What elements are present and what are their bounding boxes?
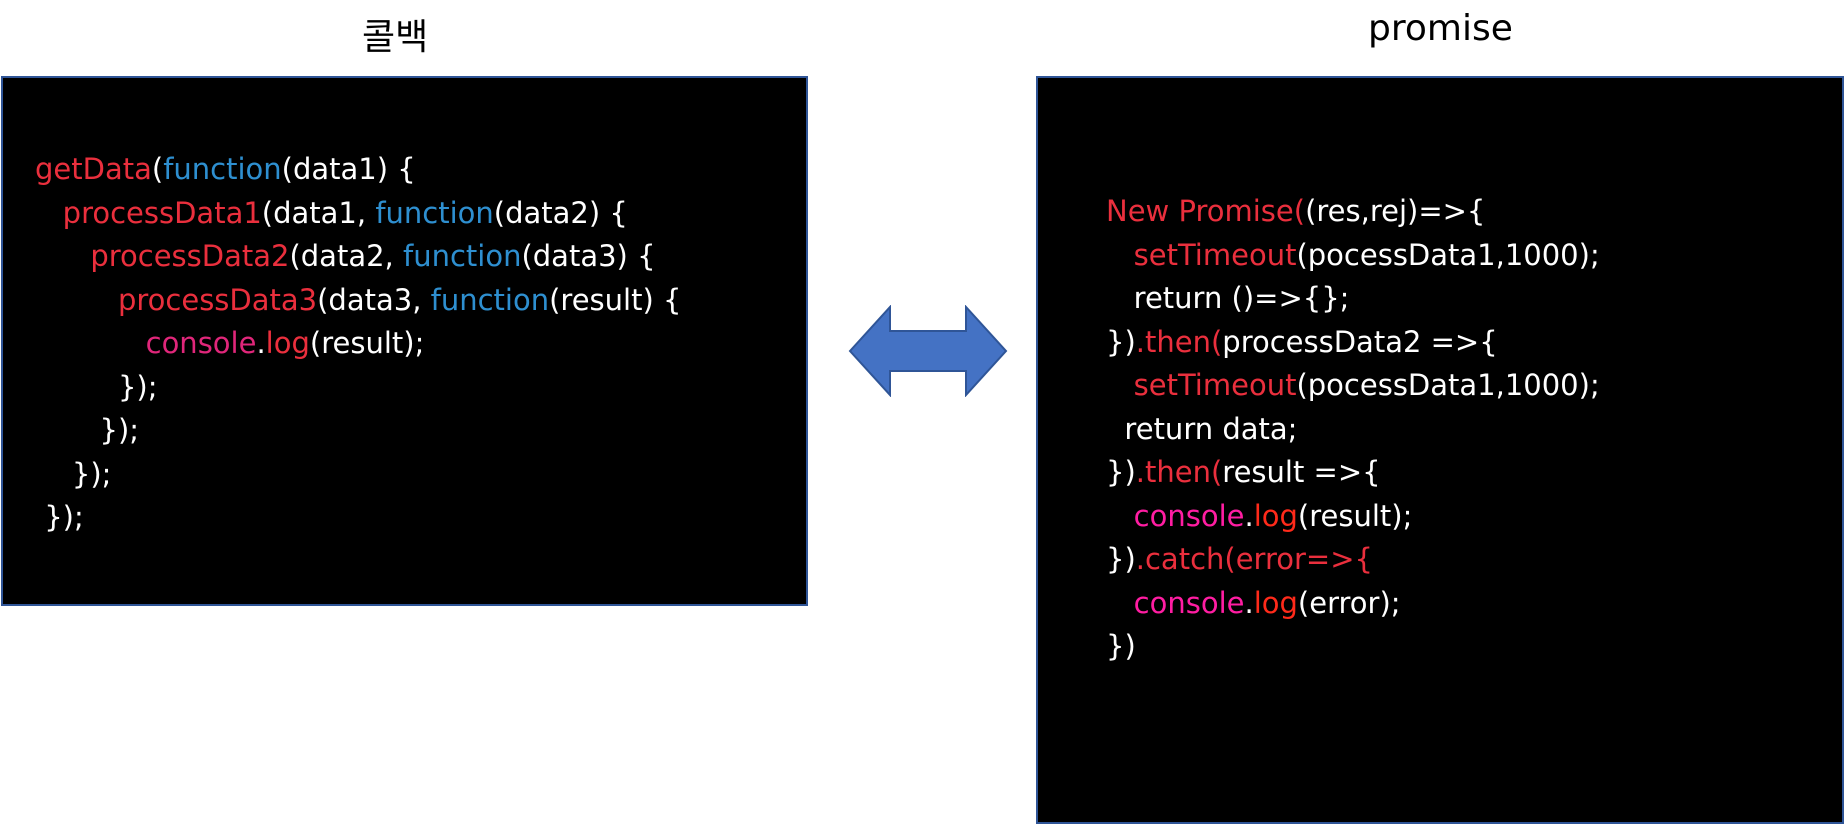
code-line: setTimeout(pocessData1,1000); bbox=[1106, 234, 1600, 278]
code-token bbox=[1106, 368, 1134, 402]
code-token: .catch(error=>{ bbox=[1135, 542, 1373, 576]
code-token bbox=[1106, 586, 1134, 620]
code-token: processData2 =>{ bbox=[1222, 324, 1498, 359]
double-arrow-shape bbox=[848, 305, 1008, 397]
code-line: }).catch(error=>{ bbox=[1106, 538, 1600, 582]
code-token: log bbox=[265, 326, 310, 360]
code-token: (result) { bbox=[549, 282, 682, 317]
code-token bbox=[35, 239, 90, 273]
code-token: (result); bbox=[309, 326, 425, 360]
code-line: New Promise((res,rej)=>{ bbox=[1106, 190, 1600, 234]
code-line: console.log(result); bbox=[1106, 495, 1600, 539]
code-line: return ()=>{}; bbox=[1106, 277, 1600, 321]
callback-code-block: getData(function(data1) { processData1(d… bbox=[35, 148, 681, 540]
code-token: setTimeout bbox=[1133, 237, 1297, 272]
code-line: }) bbox=[1106, 625, 1600, 669]
promise-code-block: New Promise((res,rej)=>{ setTimeout(poce… bbox=[1106, 190, 1600, 669]
code-token bbox=[35, 283, 118, 317]
code-token: function bbox=[375, 195, 494, 230]
code-token: }) bbox=[1106, 455, 1136, 489]
code-line: processData3(data3, function(result) { bbox=[35, 279, 681, 323]
promise-code-panel: New Promise((res,rej)=>{ setTimeout(poce… bbox=[1036, 76, 1844, 824]
code-token: log bbox=[1253, 498, 1298, 533]
code-token: (result); bbox=[1297, 498, 1413, 533]
code-token: }) bbox=[1106, 324, 1136, 359]
code-token: }) bbox=[1106, 629, 1136, 663]
code-line: }); bbox=[35, 496, 681, 540]
code-token: (data2, bbox=[289, 239, 403, 273]
code-token: }); bbox=[35, 500, 84, 534]
code-token: }); bbox=[35, 413, 140, 447]
code-token: (data2) { bbox=[493, 195, 628, 230]
code-token: (res,rej)=>{ bbox=[1305, 194, 1486, 228]
code-token: .then( bbox=[1135, 324, 1223, 359]
code-token bbox=[35, 326, 146, 360]
code-line: return data; bbox=[1106, 408, 1600, 452]
code-line: }); bbox=[35, 409, 681, 453]
code-token: return ()=>{}; bbox=[1106, 281, 1350, 315]
code-token: . bbox=[256, 326, 266, 360]
code-token: processData3 bbox=[117, 282, 318, 317]
code-token: function bbox=[163, 152, 282, 186]
code-line: }).then(result =>{ bbox=[1106, 451, 1600, 495]
callback-code-panel: getData(function(data1) { processData1(d… bbox=[1, 76, 808, 606]
code-token: .then( bbox=[1135, 455, 1223, 489]
code-line: }); bbox=[35, 366, 681, 410]
callback-title: 콜백 bbox=[362, 17, 429, 58]
code-token: New Promise( bbox=[1106, 194, 1306, 228]
code-line: processData2(data2, function(data3) { bbox=[35, 235, 681, 279]
code-token: . bbox=[1244, 585, 1254, 620]
code-token: }); bbox=[35, 369, 158, 404]
code-token: }) bbox=[1106, 542, 1136, 576]
code-token: (data1, bbox=[261, 195, 376, 230]
code-token: result =>{ bbox=[1222, 455, 1381, 489]
code-token: ( bbox=[151, 152, 164, 186]
code-token: function bbox=[430, 282, 550, 317]
code-token: setTimeout bbox=[1133, 368, 1297, 402]
code-token: console bbox=[1133, 585, 1245, 620]
code-token: function bbox=[402, 239, 522, 273]
code-line: setTimeout(pocessData1,1000); bbox=[1106, 364, 1600, 408]
code-token: (error); bbox=[1297, 585, 1401, 620]
double-headed-arrow-icon bbox=[848, 305, 1008, 397]
code-token: return data; bbox=[1106, 411, 1298, 446]
code-token: }); bbox=[35, 456, 112, 491]
code-line: console.log(result); bbox=[35, 322, 681, 366]
code-token: (data3) { bbox=[521, 239, 656, 273]
code-token: processData1 bbox=[62, 195, 262, 230]
code-token bbox=[35, 196, 63, 230]
code-line: processData1(data1, function(data2) { bbox=[35, 192, 681, 236]
code-token: (pocessData1,1000); bbox=[1296, 237, 1600, 272]
code-token: log bbox=[1253, 585, 1298, 620]
code-token: (data1) { bbox=[281, 152, 416, 186]
code-token: . bbox=[1244, 498, 1254, 533]
code-token bbox=[1106, 499, 1134, 533]
code-token: (data3, bbox=[317, 282, 431, 317]
code-token: processData2 bbox=[90, 239, 290, 273]
code-token: console bbox=[1133, 498, 1245, 533]
code-token: console bbox=[145, 326, 257, 360]
code-token: getData bbox=[35, 152, 152, 186]
code-token: (pocessData1,1000); bbox=[1296, 368, 1600, 402]
code-token bbox=[1106, 238, 1134, 272]
code-line: getData(function(data1) { bbox=[35, 148, 681, 192]
promise-title: promise bbox=[1368, 8, 1513, 49]
code-line: }).then(processData2 =>{ bbox=[1106, 321, 1600, 365]
code-line: }); bbox=[35, 453, 681, 497]
code-line: console.log(error); bbox=[1106, 582, 1600, 626]
